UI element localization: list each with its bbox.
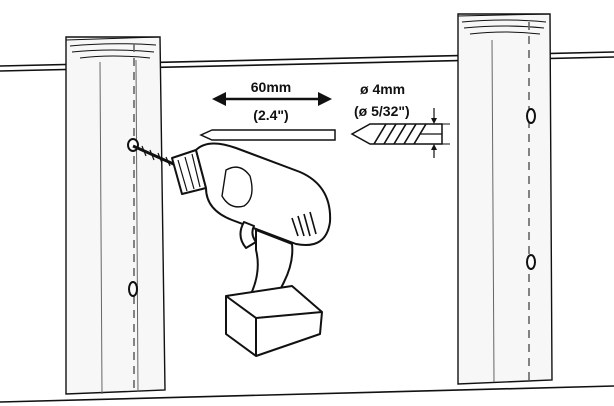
length-imperial-label: (2.4") <box>253 107 288 123</box>
right-post <box>457 13 553 385</box>
right-post-hole-lower <box>526 254 536 270</box>
length-metric-label: 60mm <box>251 79 291 95</box>
left-post <box>65 36 166 395</box>
left-post-hole-upper <box>127 138 139 152</box>
left-post-hole-lower <box>128 281 138 297</box>
drill-bit-icon <box>350 108 450 158</box>
right-post-hole-upper <box>526 108 536 124</box>
cordless-drill-icon <box>132 142 332 357</box>
diameter-imperial-label: (ø 5/32") <box>354 103 410 119</box>
depth-indicator <box>199 92 336 141</box>
diameter-metric-label: ø 4mm <box>360 81 405 97</box>
